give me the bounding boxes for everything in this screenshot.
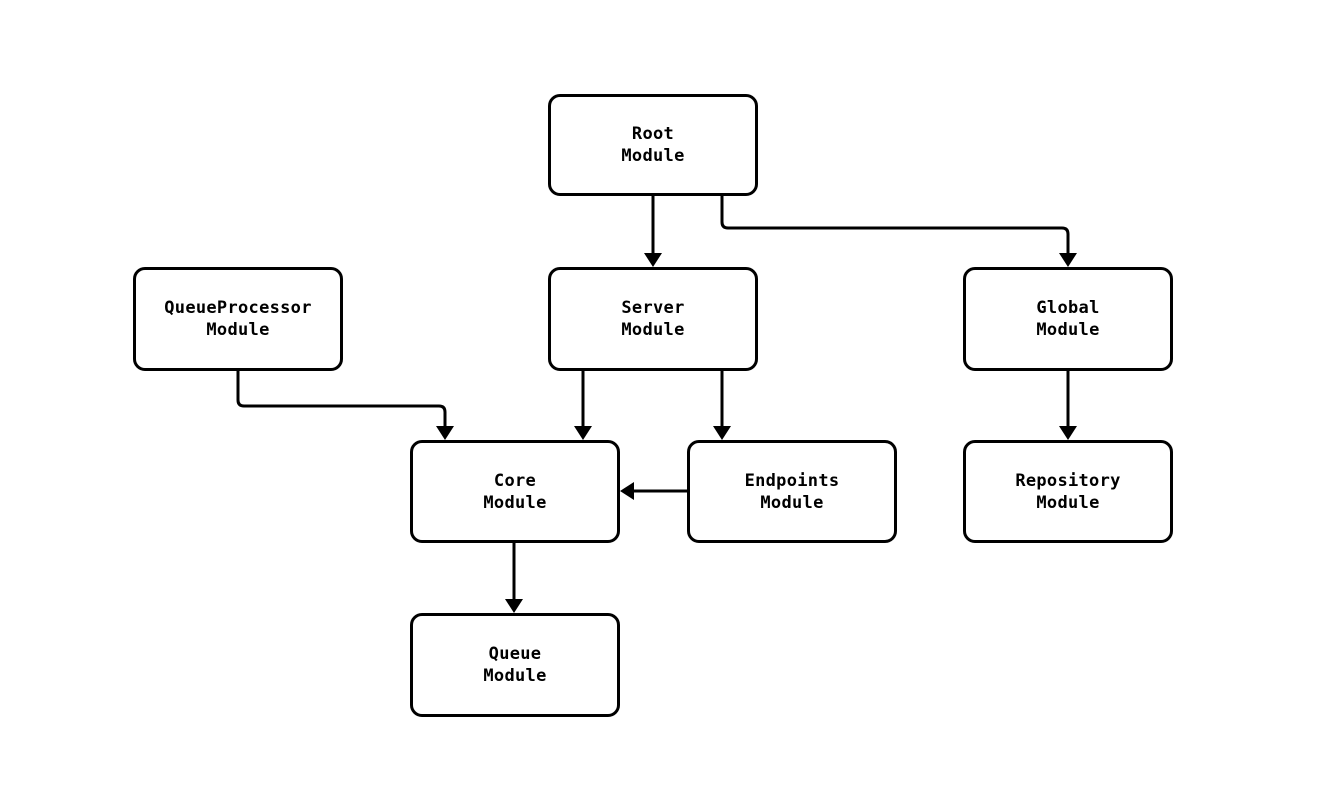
arrowhead bbox=[1059, 253, 1077, 267]
node-queueprocessor-module[interactable]: QueueProcessor Module bbox=[133, 267, 343, 371]
node-core-module-line2: Module bbox=[483, 492, 547, 513]
arrowhead bbox=[644, 253, 662, 267]
edge-server-core bbox=[574, 371, 592, 440]
node-repository-module-line2: Module bbox=[1036, 492, 1100, 513]
node-core-module[interactable]: Core Module bbox=[410, 440, 620, 543]
node-repository-module-line1: Repository bbox=[1015, 470, 1121, 491]
node-queue-module-line2: Module bbox=[483, 666, 547, 686]
node-queue-module[interactable]: Queue Module bbox=[410, 613, 620, 717]
arrowhead bbox=[436, 426, 454, 440]
edge-core-queue bbox=[505, 543, 523, 613]
node-global-module-line1: Global bbox=[1036, 298, 1100, 318]
edge-root-global bbox=[720, 196, 1077, 267]
node-global-module[interactable]: Global Module bbox=[963, 267, 1173, 371]
node-root-module-line2: Module bbox=[621, 146, 685, 166]
edge-queueprocessor-core bbox=[236, 371, 454, 440]
arrowhead bbox=[505, 599, 523, 613]
edge-server-endpoints bbox=[713, 371, 731, 440]
edge-root-server bbox=[644, 196, 662, 267]
node-root-module-line1: Root bbox=[631, 124, 675, 144]
node-server-module-line2: Module bbox=[621, 320, 685, 340]
node-queue-module-line1: Queue bbox=[488, 644, 542, 664]
node-queueprocessor-module-line1: QueueProcessor bbox=[164, 298, 312, 318]
arrowhead bbox=[1059, 426, 1077, 440]
node-root-module[interactable]: Root Module bbox=[548, 94, 758, 196]
node-server-module-line1: Server bbox=[621, 298, 685, 318]
node-queueprocessor-module-line2: Module bbox=[206, 320, 270, 340]
node-global-module-line2: Module bbox=[1036, 320, 1100, 340]
arrowhead bbox=[574, 426, 592, 440]
arrowhead bbox=[620, 482, 634, 500]
node-endpoints-module-line2: Module bbox=[760, 492, 824, 513]
arrowhead bbox=[713, 426, 731, 440]
node-endpoints-module[interactable]: Endpoints Module bbox=[687, 440, 897, 543]
node-repository-module[interactable]: Repository Module bbox=[963, 440, 1173, 543]
node-server-module[interactable]: Server Module bbox=[548, 267, 758, 371]
node-endpoints-module-line1: Endpoints bbox=[744, 470, 840, 491]
edge-global-repository bbox=[1059, 371, 1077, 440]
edge-endpoints-core bbox=[620, 482, 687, 500]
node-core-module-line1: Core bbox=[493, 470, 537, 491]
